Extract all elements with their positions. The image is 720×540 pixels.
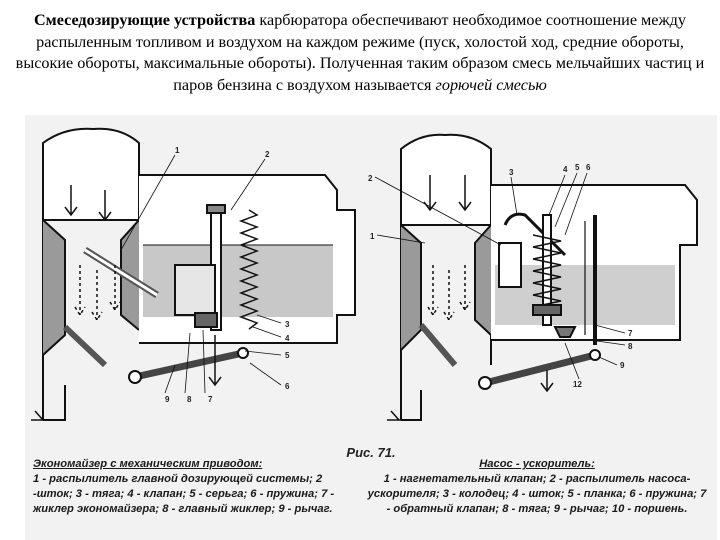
pump-label-12: 12 xyxy=(573,380,582,389)
pump-label-8: 8 xyxy=(628,342,633,351)
pump-label-7: 7 xyxy=(628,329,633,338)
econ-label-3: 3 xyxy=(285,320,290,329)
pump-label-6: 6 xyxy=(586,163,591,172)
pump-label-2: 2 xyxy=(368,174,373,183)
econ-label-8: 8 xyxy=(187,395,192,404)
pump-legend: Насос - ускоритель: 1 - нагнетательный к… xyxy=(367,457,707,517)
econ-label-1: 1 xyxy=(175,146,180,155)
pump-label-4: 4 xyxy=(563,165,568,174)
economizer-drawing xyxy=(31,127,356,421)
pump-legend-body: 1 - нагнетательный клапан; 2 - распылите… xyxy=(367,473,707,515)
intro-italic-term: горючей смесью xyxy=(435,75,547,94)
economizer-legend-title: Экономайзер с механическим приводом: xyxy=(33,458,263,470)
economizer-legend-body: 1 - распылитель главной дозирующей систе… xyxy=(33,473,335,515)
econ-label-7: 7 xyxy=(208,395,213,404)
pump-label-3: 3 xyxy=(509,168,514,177)
econ-label-2: 2 xyxy=(265,150,270,159)
figure-caption: Рис. 71. xyxy=(346,445,396,460)
econ-label-9: 9 xyxy=(165,395,170,404)
accelerator-pump-drawing xyxy=(374,133,698,421)
pump-legend-title: Насос - ускоритель: xyxy=(479,458,595,470)
intro-body: карбюратора обеспечивают необходимое соо… xyxy=(15,11,705,94)
economizer-legend: Экономайзер с механическим приводом: 1 -… xyxy=(33,457,363,517)
econ-label-5: 5 xyxy=(285,351,290,360)
pump-label-9: 9 xyxy=(620,361,625,370)
econ-label-4: 4 xyxy=(285,334,290,343)
intro-paragraph: Смеседозирующие устройства карбюратора о… xyxy=(14,10,706,96)
intro-bold-lead: Смеседозирующие устройства xyxy=(33,11,256,29)
economizer-number-labels: 1 2 3 4 5 6 7 8 9 xyxy=(165,146,290,404)
pump-label-1: 1 xyxy=(370,232,375,241)
pump-label-5: 5 xyxy=(575,163,580,172)
econ-label-6: 6 xyxy=(285,382,290,391)
pump-number-labels: 1 2 3 4 5 6 7 8 9 12 xyxy=(368,163,633,389)
carburetor-drawings: 1 2 3 4 5 6 7 8 9 xyxy=(31,127,698,421)
carburetor-figure: 1 2 3 4 5 6 7 8 9 xyxy=(25,115,717,540)
